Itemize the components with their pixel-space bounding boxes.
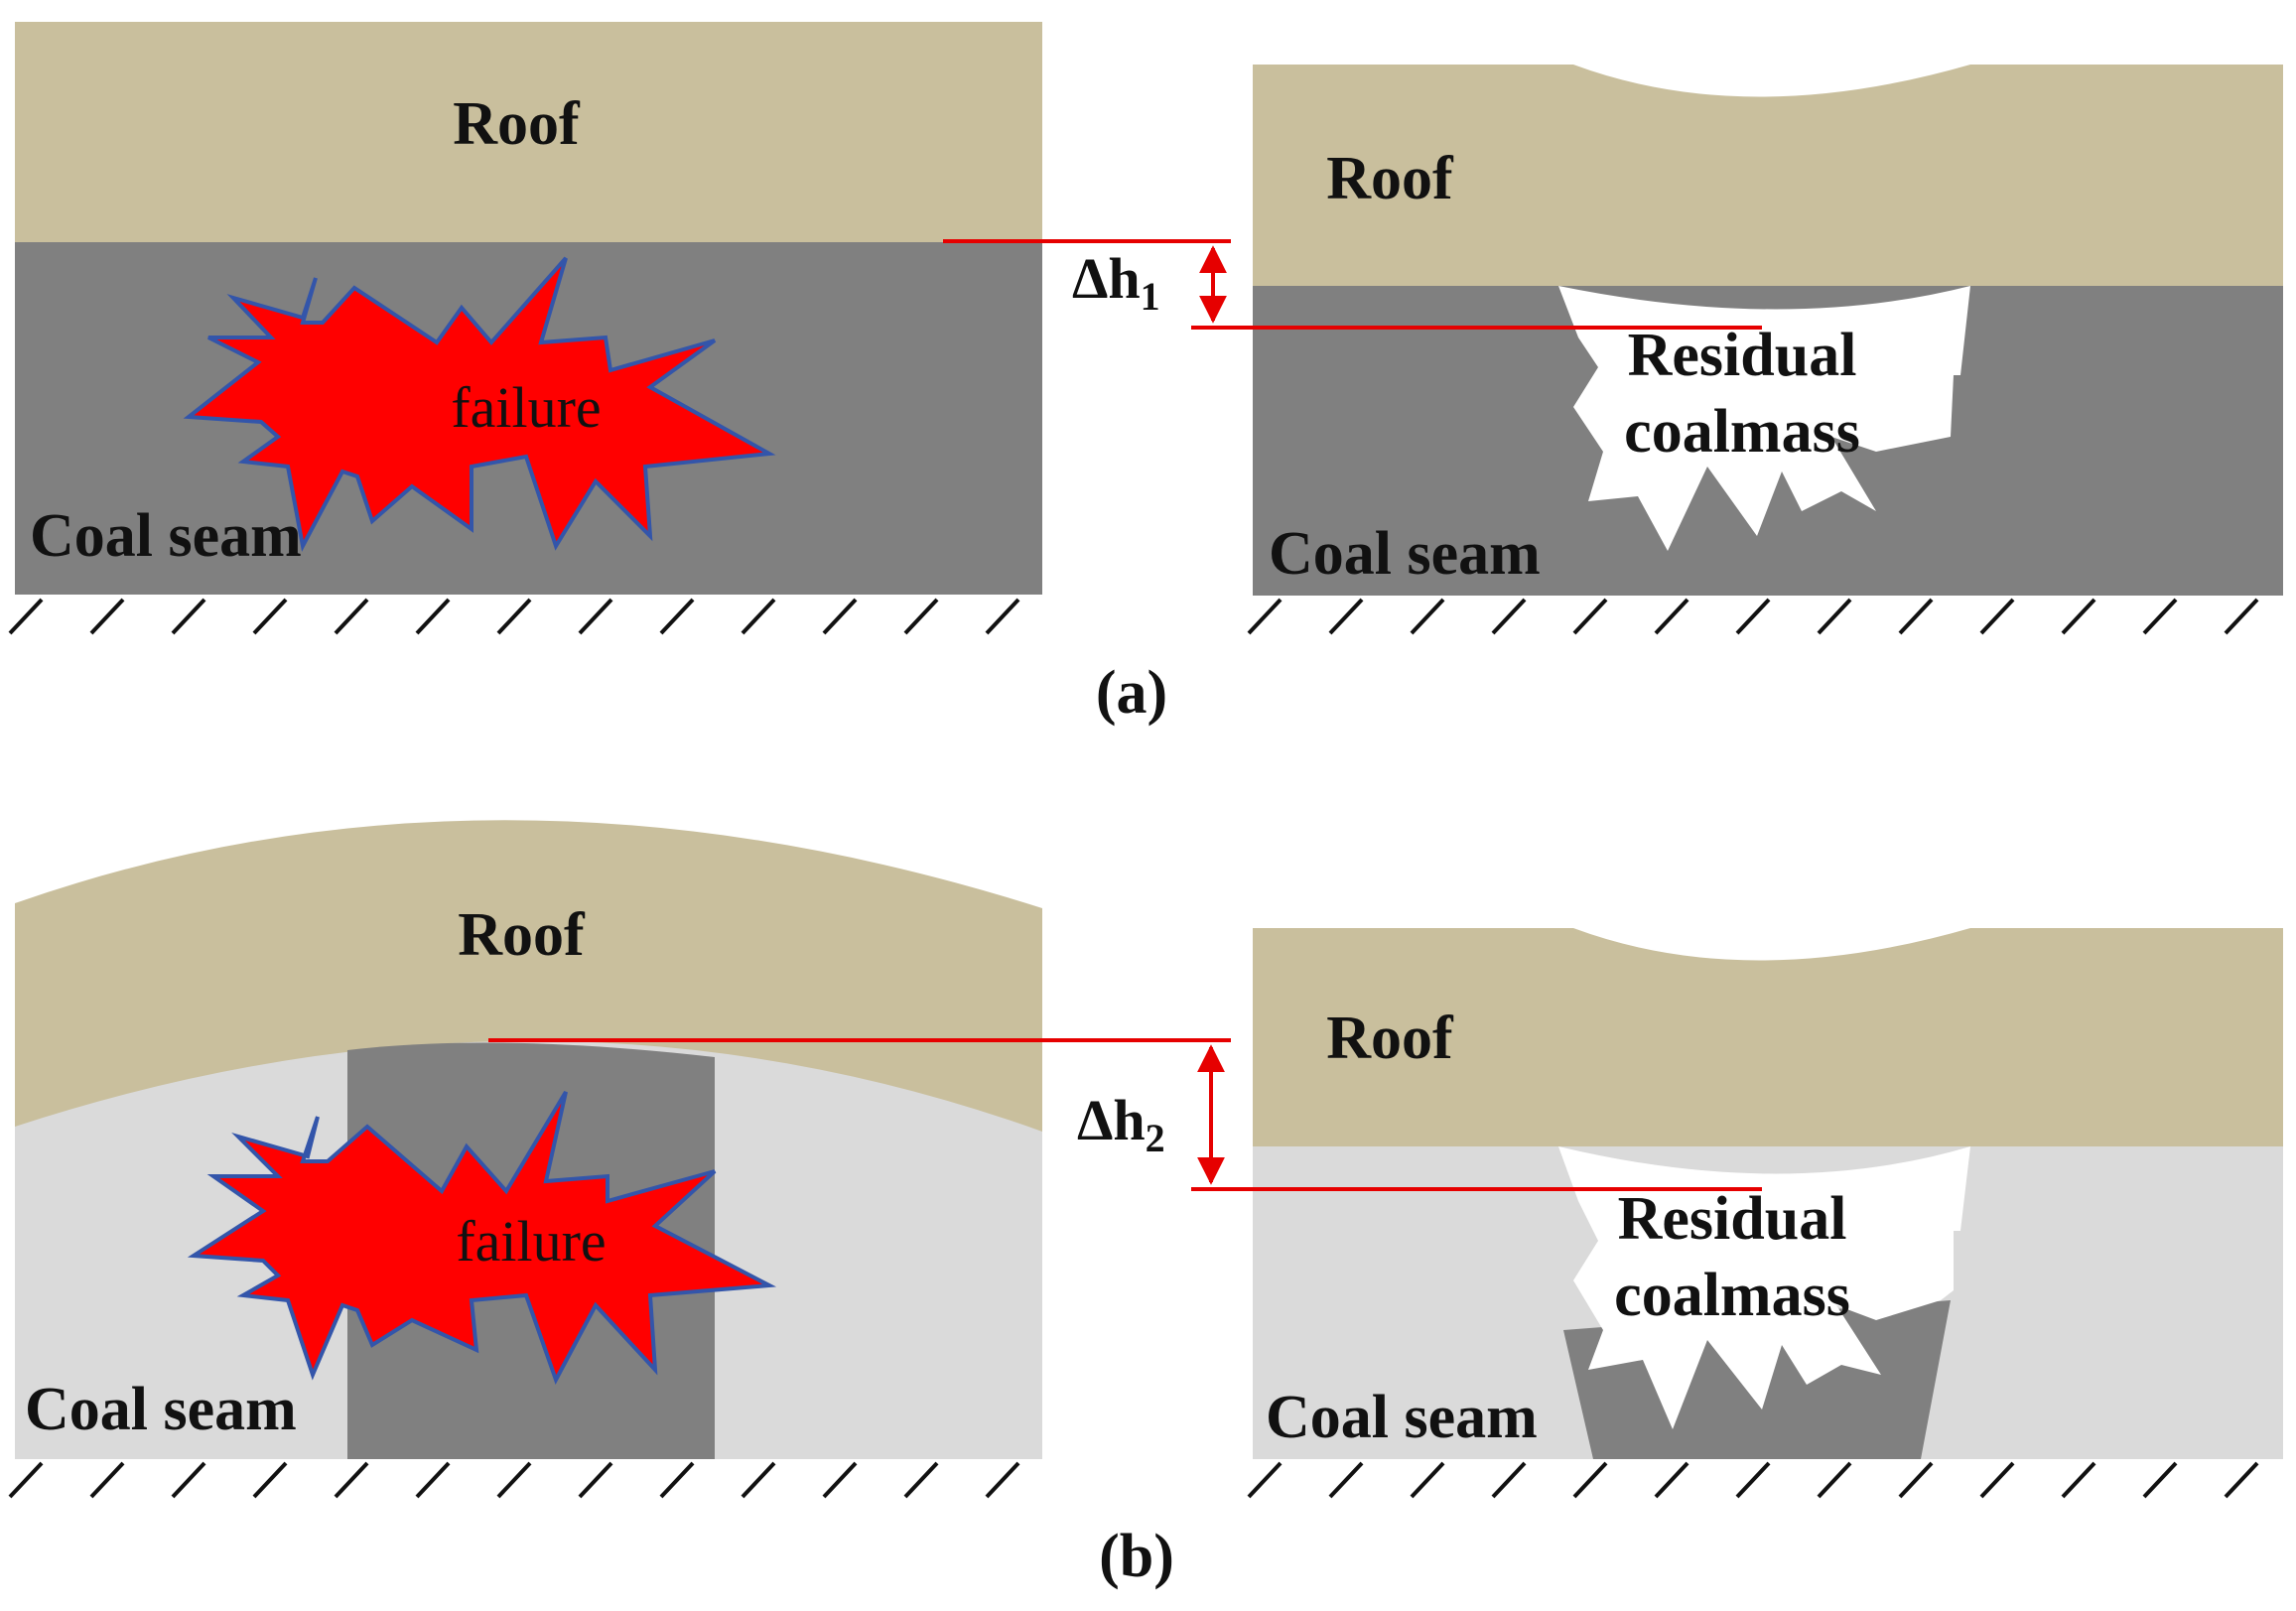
hatch-stroke — [1247, 1461, 1283, 1499]
hatch-stroke — [171, 1461, 206, 1499]
hatch-stroke — [741, 1461, 776, 1499]
roof-label: Roof — [1326, 1005, 1454, 1072]
hatch-stroke — [1410, 1461, 1445, 1499]
floor-hatch — [1247, 598, 2259, 635]
hatch-stroke — [1898, 1461, 1934, 1499]
hatch-stroke — [1735, 598, 1771, 635]
hatch-stroke — [659, 598, 695, 635]
hatch-stroke — [1410, 598, 1445, 635]
residual-label-line2: coalmass — [1614, 1262, 1850, 1329]
residual-label-line1: Residual — [1628, 322, 1857, 389]
panel-a-caption: (a) — [1096, 659, 1167, 727]
hatch-stroke — [2142, 1461, 2178, 1499]
hatch-stroke — [741, 598, 776, 635]
coal-seam-label: Coal seam — [25, 1376, 297, 1443]
hatch-stroke — [252, 598, 288, 635]
hatch-stroke — [2061, 1461, 2096, 1499]
hatch-stroke — [578, 598, 613, 635]
hatch-stroke — [1654, 598, 1689, 635]
failure-label: failure — [456, 1209, 606, 1274]
hatch-stroke — [1817, 598, 1852, 635]
panel-a-left: failure Roof Coal seam — [8, 22, 1042, 635]
panel-a: failure Roof Coal seam Roof Residual coa… — [8, 22, 2283, 727]
hatch-stroke — [496, 1461, 532, 1499]
roof-label: Roof — [458, 901, 586, 969]
hatch-stroke — [1491, 1461, 1527, 1499]
residual-label-line1: Residual — [1618, 1185, 1847, 1253]
panel-b: failure Roof Coal seam Roof Residual coa… — [8, 820, 2283, 1590]
hatch-stroke — [2142, 598, 2178, 635]
hatch-stroke — [89, 1461, 125, 1499]
roof-layer — [1253, 928, 2283, 1174]
hatch-stroke — [903, 598, 939, 635]
hatch-stroke — [659, 1461, 695, 1499]
roof-layer — [15, 22, 1042, 242]
hatch-stroke — [8, 1461, 44, 1499]
delta-h-subscript: 1 — [1141, 274, 1160, 319]
hatch-stroke — [334, 1461, 369, 1499]
residual-cavity — [1558, 1146, 1970, 1429]
hatch-stroke — [1979, 598, 2015, 635]
hatch-stroke — [89, 598, 125, 635]
coal-seam-label: Coal seam — [1266, 1384, 1538, 1451]
hatch-stroke — [415, 598, 451, 635]
hatch-stroke — [252, 1461, 288, 1499]
hatch-stroke — [1735, 1461, 1771, 1499]
hatch-stroke — [415, 1461, 451, 1499]
hatch-stroke — [8, 598, 44, 635]
hatch-stroke — [1572, 598, 1608, 635]
hatch-stroke — [1328, 1461, 1364, 1499]
panel-b-caption: (b) — [1099, 1523, 1174, 1590]
hatch-stroke — [1817, 1461, 1852, 1499]
hatch-stroke — [578, 1461, 613, 1499]
roof-layer — [15, 820, 1042, 1132]
panel-b-left: failure Roof Coal seam — [8, 820, 1042, 1499]
dimension-delta-h2: Δh2 — [488, 1038, 1762, 1191]
panel-b-right: Roof Residual coalmass Coal seam — [1247, 928, 2283, 1499]
floor-hatch — [1247, 1461, 2259, 1499]
hatch-stroke — [985, 598, 1020, 635]
hatch-stroke — [2224, 598, 2259, 635]
dimension-delta-h1: Δh1 — [943, 239, 1762, 330]
hatch-stroke — [822, 1461, 858, 1499]
roof-label: Roof — [1326, 145, 1454, 212]
panel-a-right: Roof Residual coalmass Coal seam — [1247, 65, 2283, 635]
delta-h2-label: Δh2 — [1077, 1088, 1165, 1160]
hatch-stroke — [1572, 1461, 1608, 1499]
floor-hatch — [8, 1461, 1020, 1499]
hatch-stroke — [2224, 1461, 2259, 1499]
hatch-stroke — [1979, 1461, 2015, 1499]
hatch-stroke — [1654, 1461, 1689, 1499]
delta-h-symbol: Δh — [1077, 1088, 1146, 1152]
hatch-stroke — [985, 1461, 1020, 1499]
hatch-stroke — [2061, 598, 2096, 635]
residual-label-line2: coalmass — [1624, 398, 1860, 466]
roof-label: Roof — [453, 90, 581, 158]
hatch-stroke — [1247, 598, 1283, 635]
hatch-stroke — [1491, 598, 1527, 635]
hatch-stroke — [1328, 598, 1364, 635]
hatch-stroke — [334, 598, 369, 635]
roof-layer — [1253, 65, 2283, 310]
floor-hatch — [8, 598, 1020, 635]
delta-h-subscript: 2 — [1146, 1116, 1165, 1160]
hatch-stroke — [171, 598, 206, 635]
coal-seam-label: Coal seam — [30, 502, 302, 570]
delta-h1-label: Δh1 — [1072, 246, 1160, 319]
failure-burst-icon — [187, 1090, 777, 1385]
failure-label: failure — [451, 375, 601, 440]
residual-cavity — [1558, 286, 1970, 551]
hatch-stroke — [1898, 598, 1934, 635]
failure-burst-icon — [183, 256, 776, 552]
hatch-stroke — [822, 598, 858, 635]
delta-h-symbol: Δh — [1072, 246, 1141, 311]
hatch-stroke — [496, 598, 532, 635]
hatch-stroke — [903, 1461, 939, 1499]
coal-seam-label: Coal seam — [1269, 520, 1541, 588]
